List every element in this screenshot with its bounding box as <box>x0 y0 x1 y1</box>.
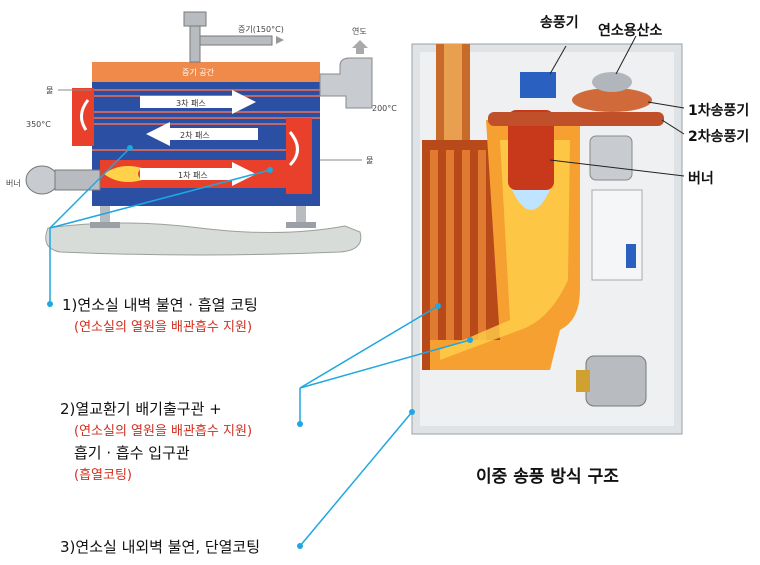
burner-body <box>508 110 554 190</box>
pass-3-arrow <box>140 90 256 114</box>
flame <box>104 166 142 182</box>
steam-label: 증기(150°C) <box>238 25 284 34</box>
right-leg <box>296 204 306 228</box>
fan-2-housing <box>488 112 664 126</box>
blower-label: 송풍기 <box>540 15 579 31</box>
diagram-caption: 이중 송풍 방식 구조 <box>476 467 619 487</box>
combustion-air-label: 연소용산소 <box>598 23 663 39</box>
fan-1-label: 1차송풍기 <box>688 103 750 119</box>
dot-2 <box>297 421 303 427</box>
steam-space <box>92 62 320 82</box>
pass-3-label: 3차 패스 <box>176 99 206 108</box>
dot-1 <box>47 301 53 307</box>
pass-2-label: 2차 패스 <box>180 131 210 140</box>
ground <box>45 222 362 256</box>
flue-label: 연도 <box>352 27 367 36</box>
steam-arrow-icon <box>276 36 284 44</box>
annotation-1-title: 1)연소실 내벽 불연 · 흡열 코팅 <box>62 296 258 314</box>
steam-space-label: 증기 공간 <box>182 68 214 77</box>
dot-3 <box>297 543 303 549</box>
boiler-diagram <box>25 11 373 256</box>
annotation-1-sub: (연소실의 열원을 배관흡수 지원) <box>74 320 253 335</box>
water-label-top: 물 <box>46 86 54 95</box>
double-blow-diagram <box>411 35 685 435</box>
temp-right-label: 200°C <box>372 104 397 113</box>
water-label-right: 물 <box>366 156 374 165</box>
burner-label-left: 버너 <box>6 179 21 188</box>
annotation-2-title-2: 흡기 · 흡수 입구관 <box>74 444 190 462</box>
annotation-2-sub: (연소실의 열원을 배관흡수 지원) <box>74 424 253 439</box>
blower-box <box>520 72 556 98</box>
left-leg <box>100 204 110 228</box>
annotation-2-sub-2: (흡열코팅) <box>74 468 132 483</box>
fan-2-label: 2차송풍기 <box>688 129 750 145</box>
burner-label-right: 버너 <box>688 171 714 187</box>
pass-1-arrow <box>140 162 256 186</box>
pass-2-arrow <box>146 122 258 146</box>
rear-chamber-right <box>286 118 312 194</box>
rear-chamber-left <box>72 88 94 146</box>
fan-1-housing <box>572 88 652 112</box>
temp-left-label: 350°C <box>26 120 51 129</box>
annotation-3-title: 3)연소실 내외벽 불연, 단열코팅 <box>60 538 261 556</box>
annotation-2-title: 2)열교환기 배기출구관 + <box>60 400 222 418</box>
burner-flame <box>512 190 550 210</box>
pass-1-label: 1차 패스 <box>178 171 208 180</box>
flue-arrow-icon <box>352 40 368 54</box>
combustion-air-fan <box>592 72 632 92</box>
flue-duct <box>319 57 373 109</box>
